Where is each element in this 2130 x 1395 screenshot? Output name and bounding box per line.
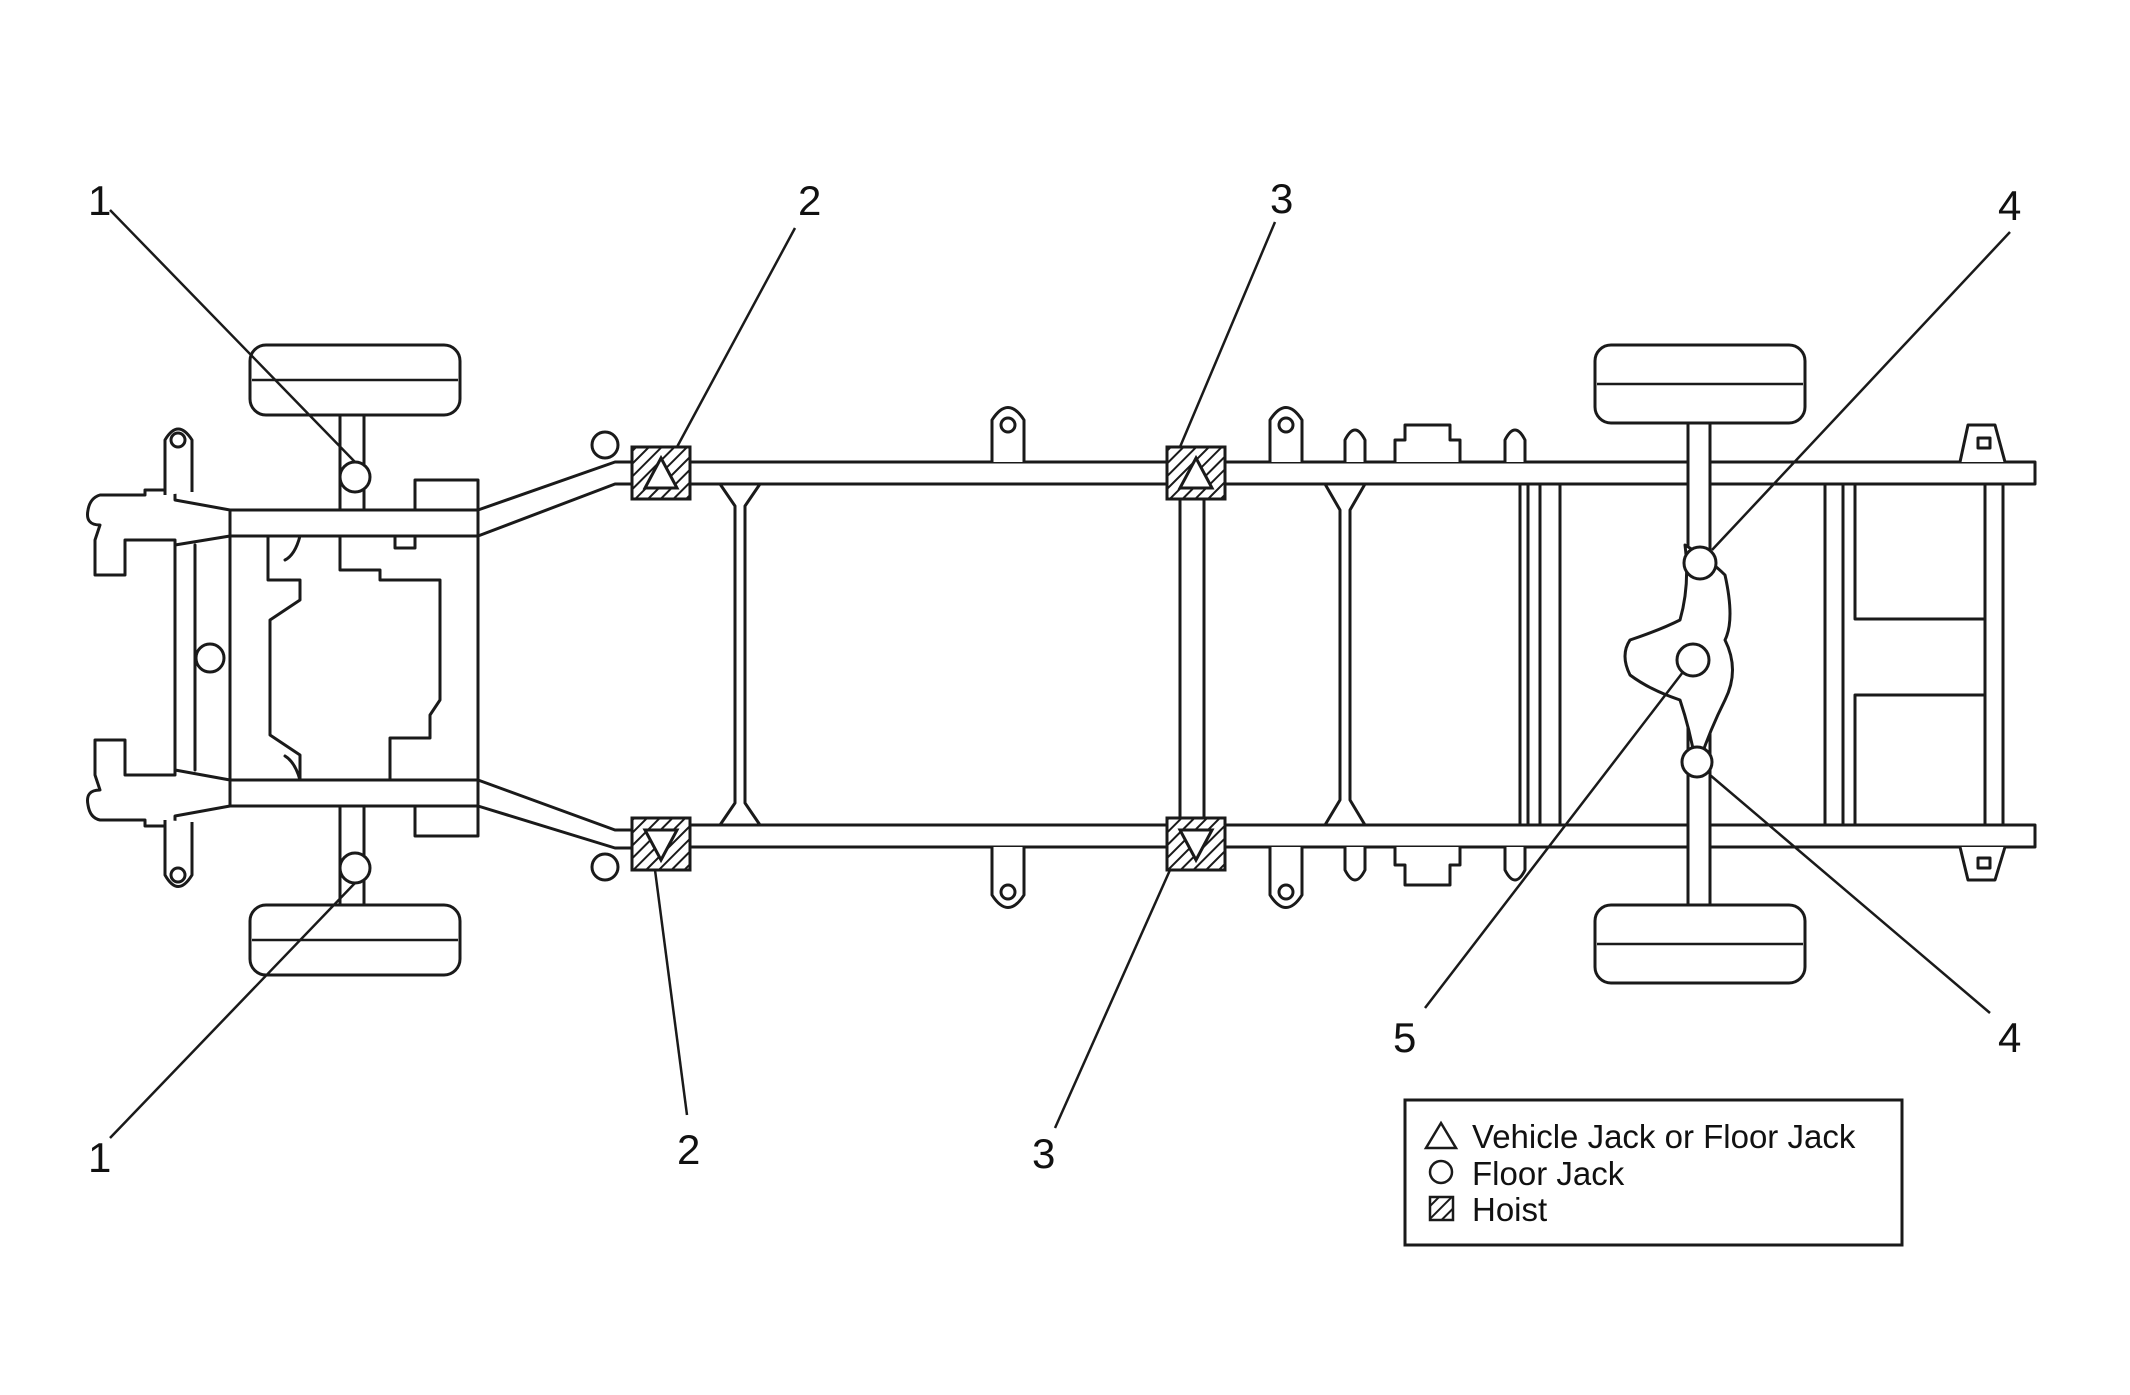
callout-1-lower: 1 — [88, 1134, 111, 1181]
front-rail-lower — [228, 778, 480, 808]
spring-mount-lower — [1393, 847, 1462, 887]
spring-hanger-lower-2 — [1503, 847, 1527, 882]
front-bracket-lower — [413, 804, 480, 838]
leader-line-1-lower — [109, 882, 356, 1139]
leader-line-3-upper — [1178, 221, 1277, 448]
circle-icon — [1428, 1159, 1454, 1185]
crossmember-1 — [718, 482, 762, 827]
hoist-pad-front-upper — [630, 445, 692, 501]
rail-bracket-b-upper — [1268, 406, 1304, 462]
front-eye-upper — [590, 430, 620, 460]
rail-bracket-b-hole-lower — [1277, 883, 1295, 901]
triangle-icon — [1423, 1120, 1459, 1150]
crossmember-rear — [1983, 482, 2005, 827]
rear-bracket-slot-lower — [1976, 856, 1992, 870]
front-crossmember-detail — [338, 534, 442, 782]
spring-hanger-lower-1 — [1343, 847, 1367, 882]
engine-crossmember-outline — [266, 534, 302, 782]
frame-rail-lower — [658, 823, 2037, 849]
floor-jack-point-differential — [1675, 642, 1711, 678]
crossmember-4 — [1518, 482, 1530, 827]
callout-3-lower: 3 — [1032, 1130, 1055, 1177]
crossmember-6 — [1823, 482, 1845, 827]
rail-bracket-a-upper — [990, 406, 1026, 462]
callout-3-upper: 3 — [1270, 175, 1293, 222]
floor-jack-point-front-center — [194, 642, 226, 674]
front-bumper-lower — [86, 738, 232, 828]
legend-box — [1403, 1098, 1904, 1247]
leader-line-4-lower — [1709, 774, 1991, 1014]
hoist-pad-mid-lower — [1165, 816, 1227, 872]
callout-2-lower: 2 — [677, 1126, 700, 1173]
leader-line-2-upper — [675, 227, 797, 448]
callout-1-upper: 1 — [88, 177, 111, 224]
callout-4-upper: 4 — [1998, 182, 2021, 229]
rail-bracket-a-hole-upper — [999, 416, 1017, 434]
chassis-frame — [86, 343, 2037, 985]
legend-label-floor-jack: Floor Jack — [1472, 1155, 1625, 1192]
tow-hook-hole-upper — [169, 431, 187, 449]
leader-line-1-upper — [109, 209, 356, 463]
rail-bracket-a-hole-lower — [999, 883, 1017, 901]
lift-points — [194, 445, 1718, 885]
rear-box-lower — [1853, 693, 1987, 827]
legend: Vehicle Jack or Floor Jack Floor Jack Ho… — [1403, 1098, 1904, 1247]
hatched-square-icon — [1428, 1195, 1455, 1222]
legend-label-jack: Vehicle Jack or Floor Jack — [1472, 1118, 1856, 1155]
floor-jack-point-front-lower — [338, 851, 372, 885]
floor-jack-point-rear-upper — [1682, 545, 1718, 581]
leader-line-2-lower — [653, 869, 689, 1116]
tow-hook-hole-lower — [169, 866, 187, 884]
hoist-pad-front-lower — [630, 816, 692, 872]
callout-5: 5 — [1393, 1014, 1416, 1061]
frame-rail-upper — [658, 460, 2037, 486]
front-eye-lower — [590, 852, 620, 882]
floor-jack-point-rear-lower — [1680, 745, 1714, 779]
mount-block-upper — [393, 534, 417, 550]
front-bracket-upper — [413, 478, 480, 512]
hoist-pad-mid-upper — [1165, 445, 1227, 501]
leader-line-3-lower — [1053, 869, 1172, 1129]
rear-box-upper — [1853, 482, 1987, 621]
crossmember-2 — [1178, 482, 1206, 827]
crossmember-3 — [1323, 482, 1367, 827]
floor-jack-point-front-upper — [338, 460, 372, 494]
callouts: 1 1 2 2 3 3 4 4 5 — [88, 175, 2021, 1181]
spring-hanger-upper-2 — [1503, 428, 1527, 462]
rear-bracket-slot-upper — [1976, 436, 1992, 450]
legend-label-hoist: Hoist — [1472, 1191, 1547, 1228]
rail-bracket-b-hole-upper — [1277, 416, 1295, 434]
leader-line-4-upper — [1711, 231, 2011, 551]
front-rail-upper — [228, 508, 480, 538]
callout-4-lower: 4 — [1998, 1014, 2021, 1061]
spring-mount-upper — [1393, 423, 1462, 462]
front-bumper-upper — [86, 488, 232, 577]
callout-2-upper: 2 — [798, 177, 821, 224]
crossmember-5 — [1538, 482, 1562, 827]
leader-line-5 — [1424, 671, 1684, 1009]
spring-hanger-upper-1 — [1343, 428, 1367, 462]
